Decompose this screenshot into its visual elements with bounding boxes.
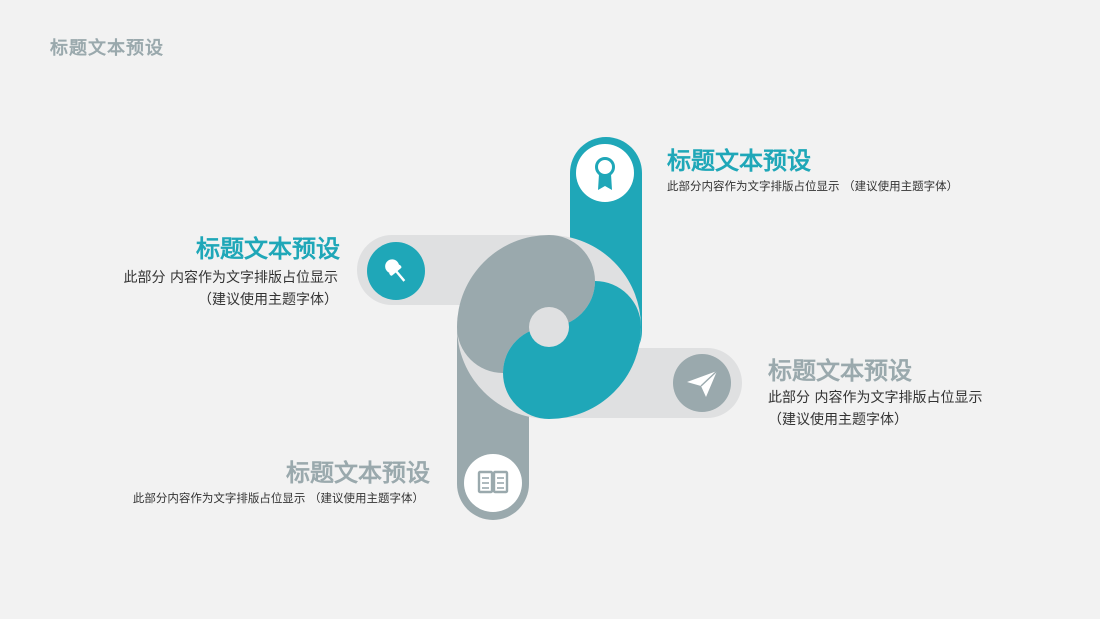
pushpin-icon [367,242,425,300]
hub-center [529,307,569,347]
item-2-title: 标题文本预设 [196,235,340,263]
page-title: 标题文本预设 [50,38,164,59]
award-ribbon-icon [576,144,634,202]
hub-blade-gray [457,235,595,373]
item-3-title: 标题文本预设 [768,357,912,385]
item-4-text: 此部分内容作为文字排版占位显示 （建议使用主题字体） [132,491,424,505]
open-book-icon [464,454,522,512]
item-3-text: 此部分 内容作为文字排版占位显示 （建议使用主题字体） [768,390,983,428]
item-4-title: 标题文本预设 [286,459,430,487]
item-1-text: 此部分内容作为文字排版占位显示 （建议使用主题字体） [667,179,959,193]
item-1-title: 标题文本预设 [667,147,811,175]
hub-blade-teal [503,281,641,419]
item-2-text: 此部分 内容作为文字排版占位显示 （建议使用主题字体） [123,270,338,308]
paper-plane-icon [673,354,731,412]
